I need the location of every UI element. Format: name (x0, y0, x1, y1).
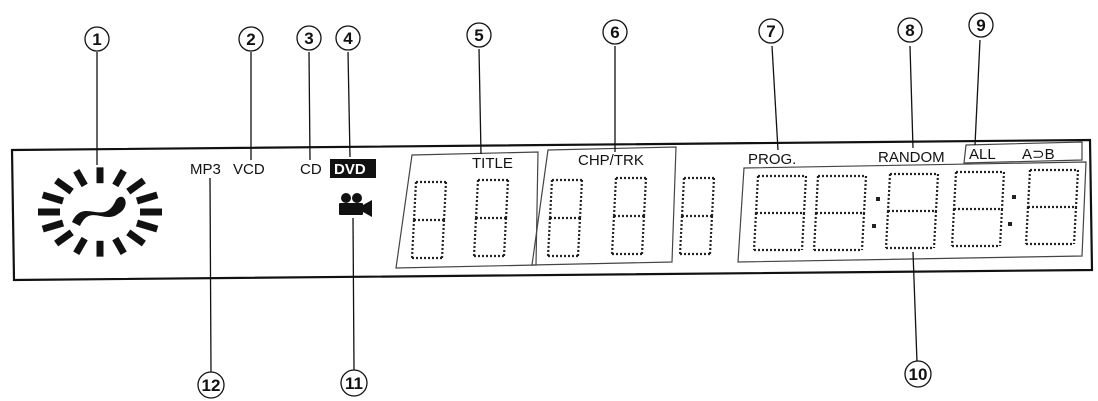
seven-segment-digits (410, 168, 1080, 260)
time-colon-1 (872, 197, 880, 228)
repeat-ab-label: A⊃B (1022, 146, 1055, 163)
callout-9: 9 (968, 12, 994, 38)
digit-2 (472, 178, 510, 258)
digit-6 (752, 174, 808, 252)
digit-7 (812, 174, 868, 252)
svg-text:6: 6 (610, 23, 619, 42)
dvd-label: DVD (334, 161, 366, 178)
callout-4: 4 (335, 25, 361, 51)
callout-2: 2 (238, 26, 264, 52)
program-label: PROG. (748, 151, 796, 168)
time-colon-2 (1008, 195, 1016, 226)
display-panel-outline (10, 138, 1094, 282)
mp3-label: MP3 (190, 161, 221, 178)
title-digits-frame (395, 151, 539, 269)
digit-5 (678, 176, 716, 256)
callout-11: 11 (340, 369, 368, 397)
digit-1 (410, 180, 448, 260)
callout-10: 10 (904, 360, 932, 388)
callout-3: 3 (296, 25, 322, 51)
digit-3 (546, 178, 584, 258)
callout-5: 5 (466, 22, 492, 48)
callout-12: 12 (197, 371, 225, 399)
svg-text:2: 2 (246, 30, 255, 49)
svg-text:8: 8 (905, 21, 914, 40)
callout-7: 7 (758, 18, 784, 44)
repeat-all-label: ALL (969, 146, 996, 163)
svg-text:4: 4 (343, 29, 353, 48)
callout-6: 6 (602, 19, 628, 45)
callout-leaders (96, 39, 981, 373)
repeat-indicator-frame (963, 141, 1083, 164)
svg-text:1: 1 (92, 30, 101, 49)
time-digits-frame (737, 161, 1087, 263)
callout-8: 8 (897, 17, 923, 43)
svg-text:12: 12 (202, 376, 221, 395)
cd-label: CD (300, 161, 322, 178)
chapter-track-label: CHP/TRK (578, 152, 644, 169)
svg-text:5: 5 (474, 26, 483, 45)
callout-1: 1 (84, 26, 110, 52)
title-label: TITLE (472, 155, 513, 172)
svg-text:9: 9 (976, 16, 985, 35)
vcd-label: VCD (233, 161, 265, 178)
chapter-track-digits-frame (531, 146, 677, 266)
digit-9 (950, 170, 1006, 248)
dvd-label-box (330, 159, 376, 178)
svg-text:3: 3 (304, 29, 313, 48)
svg-text:7: 7 (766, 22, 775, 41)
digit-10 (1024, 168, 1080, 246)
movie-camera-icon (339, 193, 372, 217)
random-label: RANDOM (878, 149, 945, 166)
svg-text:11: 11 (345, 374, 363, 393)
digit-4 (610, 176, 648, 256)
digit-8 (884, 172, 940, 250)
svg-text:10: 10 (909, 365, 928, 384)
disc-spinner-icon (38, 167, 162, 257)
